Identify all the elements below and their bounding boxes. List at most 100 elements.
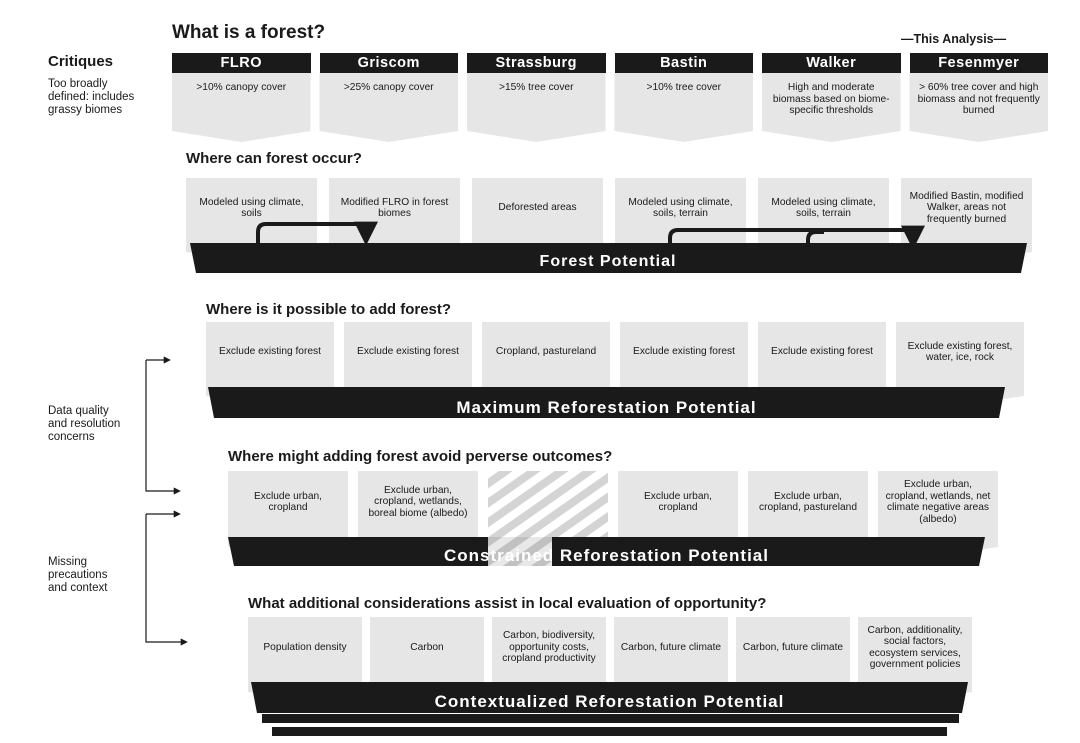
study-header-fesenmyer: Fesenmyer (909, 53, 1048, 73)
main-title: What is a forest? (172, 22, 326, 43)
row-cell-text: Modeled using climate, soils (199, 196, 304, 220)
study-header-bastin: Bastin (614, 53, 753, 73)
row-cell (248, 617, 362, 701)
row-cell (614, 617, 728, 701)
study-header-strassburg: Strassburg (467, 53, 606, 73)
row-cell (344, 322, 472, 405)
row-cell-text: Modeled using climate, soils, terrain (771, 196, 876, 220)
definition-cell (614, 73, 753, 142)
critique-line: and context (48, 582, 108, 594)
critique-line: Missing (48, 556, 87, 568)
this-analysis-label: —This Analysis— (901, 32, 1006, 46)
arrow-flro-to-griscom (256, 221, 378, 250)
study-header-walker: Walker (762, 53, 901, 73)
critique-line: Data quality (48, 405, 109, 417)
row-cell-text: Carbon (410, 641, 444, 653)
critique-data-quality: Data quality and resolution concerns (48, 405, 120, 444)
row-cell-text: Exclude urban, cropland, wetlands, net c… (885, 479, 991, 525)
row-question: Where might adding forest avoid perverse… (228, 448, 613, 465)
potential-bar-label: Constrained Reforestation Potential (444, 546, 769, 565)
row-cell-text: Exclude existing forest (219, 346, 321, 358)
row-cell-text: Exclude urban, cropland (254, 490, 322, 514)
row-cell (618, 471, 738, 556)
this-analysis-dash-right: — (993, 32, 1007, 46)
critiques-panel: Critiques (48, 53, 114, 70)
potential-bar (228, 537, 985, 566)
critique-line: precautions (48, 569, 108, 581)
definition-cell (762, 73, 901, 142)
critique-line: defined: includes (48, 91, 135, 103)
definition-text: >15% tree cover (499, 82, 574, 93)
this-analysis-text: This Analysis (913, 32, 994, 46)
critiques-title: Critiques (48, 53, 114, 70)
hatched-empty-cell (488, 471, 608, 556)
row-cell-text: Population density (263, 641, 347, 653)
row-cell (758, 322, 886, 405)
critique-too-broad: Too broadly defined: includes grassy bio… (48, 78, 134, 117)
potential-bar (190, 243, 1027, 273)
potential-bar-label: Maximum Reforestation Potential (456, 398, 757, 417)
arrow-walker-branch (806, 230, 824, 250)
definition-text: >10% tree cover (646, 82, 721, 93)
potential-bar-label: Contextualized Reforestation Potential (434, 692, 785, 711)
this-analysis-dash-left: — (901, 32, 914, 46)
row-cell (615, 178, 746, 261)
definition-cell (909, 73, 1048, 142)
critique-line: and resolution (48, 418, 121, 430)
row-cell-text: Modified Bastin, modified Walker, areas … (909, 190, 1024, 225)
row-cell-text: Exclude urban, cropland (644, 490, 712, 514)
row-cell (206, 322, 334, 405)
row-cell (878, 471, 998, 556)
row-cell-text: Exclude existing forest (633, 346, 735, 358)
definition-text: High and moderate biomass based on biome… (772, 82, 890, 116)
trailing-bar (272, 727, 947, 736)
critique-line: concerns (48, 431, 95, 443)
row-cell-text: Modified FLRO in forest biomes (340, 196, 449, 220)
row-cell (370, 617, 484, 701)
row-question: Where can forest occur? (186, 150, 362, 167)
row-cell-text: Carbon, future climate (742, 641, 844, 653)
row-cell (472, 178, 603, 261)
row-cell-text: Cropland, pastureland (495, 346, 597, 358)
row-cell-text: Carbon, future climate (620, 641, 722, 653)
study-header-griscom: Griscom (319, 53, 458, 73)
critique-missing-context: Missing precautions and context (48, 556, 107, 595)
definition-cell (319, 73, 458, 142)
row-cell-text: Exclude existing forest (771, 346, 873, 358)
row-cell (896, 322, 1024, 405)
row-cell-text: Exclude urban, cropland, pastureland (759, 490, 857, 514)
row-cell (858, 617, 972, 701)
row-cell (901, 178, 1032, 261)
row-cell-text: Carbon, biodiversity, opportunity costs,… (502, 630, 596, 665)
row-cell (492, 617, 606, 701)
row-cell (482, 322, 610, 405)
study-header-flro: FLRO (172, 53, 311, 73)
definition-text: >10% canopy cover (196, 82, 287, 93)
row-cell (748, 471, 868, 556)
row-cell-text: Deforested areas (498, 202, 577, 214)
trailing-bar (262, 714, 959, 723)
row-cell (186, 178, 317, 261)
definition-text: >25% canopy cover (343, 82, 434, 93)
row-cell (228, 471, 348, 556)
row-cell (620, 322, 748, 405)
row-cell-text: Carbon, additionality, social factors, e… (867, 624, 963, 671)
critique-line: Too broadly (48, 78, 108, 90)
row-cell-text: Exclude existing forest, water, ice, roc… (907, 340, 1013, 364)
row-question: What additional considerations assist in… (248, 595, 767, 612)
bracket-data-quality (145, 360, 181, 495)
row-cell (358, 471, 478, 556)
critique-line: grassy biomes (48, 104, 123, 116)
potential-bar (251, 682, 968, 713)
row-cell (758, 178, 889, 261)
row-cell-text: Modeled using climate, soils, terrain (628, 196, 733, 220)
row-question: Where is it possible to add forest? (206, 301, 452, 318)
potential-bar-label: Forest Potential (539, 253, 677, 270)
row-cell-text: Exclude existing forest (357, 346, 459, 358)
definition-cell (467, 73, 606, 142)
potential-bar (208, 387, 1005, 418)
hatched-bar-overlay (488, 537, 552, 566)
row-cell (736, 617, 850, 701)
row-cell-text: Exclude urban, cropland, wetlands, borea… (368, 484, 468, 519)
